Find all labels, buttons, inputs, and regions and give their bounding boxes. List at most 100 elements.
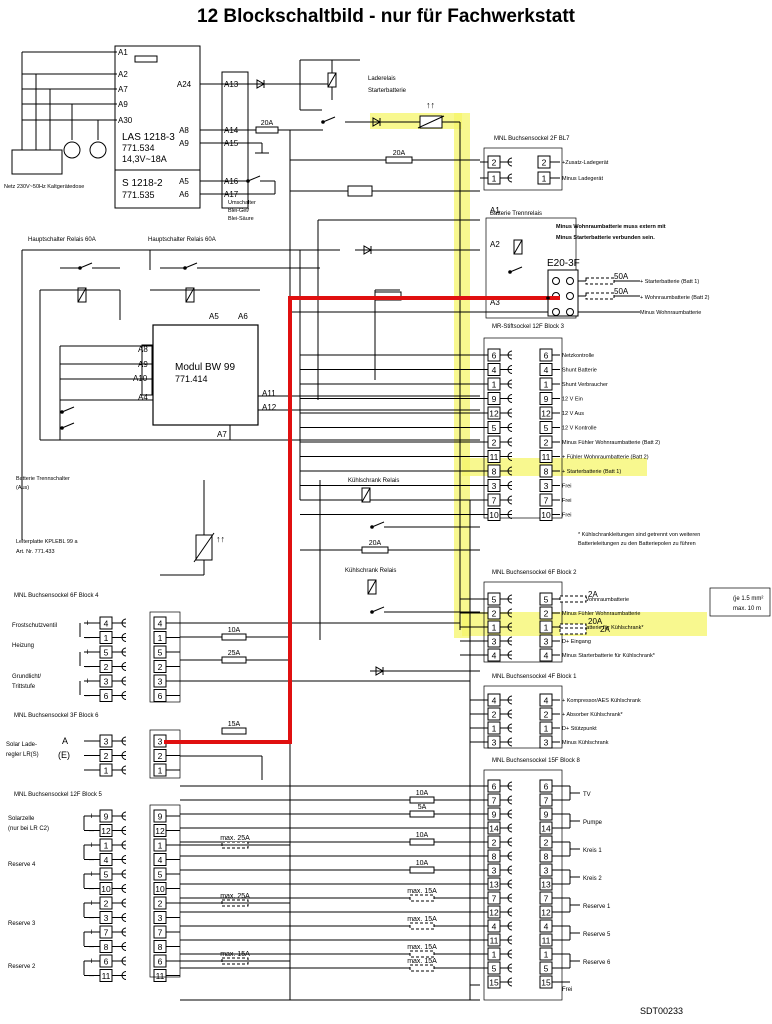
block-8-fuse [409,810,435,818]
left-block-pin-number: 4 [104,619,109,629]
charger-diode [256,79,266,89]
left-block-pin-number: 1 [104,633,109,643]
fuse-10a-label: 10A [228,627,241,634]
s1218-model: S 1218-2 [122,178,163,189]
mains-label: Netz 230V~50Hz Kaltgerätedose [4,184,84,190]
block-3-label: Frei [562,498,571,504]
cross-section-note-box [709,587,771,617]
batt-trenn-label: Batterie Trennschalter [16,476,70,482]
batt-trenn-label: (Aus) [16,485,29,491]
battery-label: + Starterbatterie (Batt 1) [640,279,699,285]
block-3-pin-number: 5 [544,423,549,433]
fuse-max-25a-label: max. 25A [220,893,250,900]
block-8-pin-number: 11 [490,936,499,946]
left-block-pin-number: 9 [158,812,163,822]
polarity-plus: + [85,676,90,686]
block-2-label: Minus Starterbatterie für Kühlschrank* [562,653,656,659]
consumer-label: Frostschutzventil [12,623,57,629]
block-1-label: Minus Kühlschrank [562,740,609,746]
block-3-pin-number: 3 [544,481,549,491]
left-block-pin-number: 10 [101,884,111,894]
hauptschalter-label: Hauptschalter Relais 60A [148,237,216,243]
left-block-pin-number: 1 [158,841,163,851]
polarity-plus: + [85,647,90,657]
polarity-minus: – [89,912,94,922]
battery-label: + Wohnraumbatterie (Batt 2) [640,295,710,301]
e20-socket [566,292,574,300]
trennrelais-frame [485,217,577,319]
left-block-pin-number: 1 [104,766,109,776]
blei-saure-label: Blei-Säure [228,216,254,222]
modul-bw99-box [152,324,259,426]
block-8-fuse-label: 10A [416,832,429,839]
hauptschalter-contact [79,262,93,269]
polarity-plus: + [89,840,94,850]
left-block-pin-number: 2 [104,751,109,761]
fuse-10a [221,633,247,641]
block-2-label: + Starterbatterie für Kühlschrank* [562,625,644,631]
note-line: Minus Starterbatterie verbunden sein. [556,235,655,241]
las-pin-label: A7 [118,85,128,94]
left-block-pin-number: 5 [104,648,109,658]
left-block-pin-number: 8 [104,942,109,952]
fuse-2a-label: 2A [600,625,610,634]
laderelais-contact [322,116,336,123]
block-2f-label: Minus Ladegerät [562,176,603,182]
block-2f-pin-number: 1 [542,174,547,184]
block-3-label: + Fühler Wohnraumbatterie (Batt 2) [562,455,649,461]
block-1-label: D+ Stützpunkt [562,726,597,732]
block-1-pin-number: 3 [492,738,497,748]
block-3-label: Frei [562,484,571,490]
kuehl-relais-contact [371,521,385,528]
las-pin-label: A9 [118,100,128,109]
modul-pin-label: A5 [209,312,219,321]
left-block-pin-number: 6 [158,957,163,967]
fuse-20a-mid-label: 20A [393,150,406,157]
block-3-pin-number: 10 [541,510,551,520]
relay-pin-a3: A3 [490,298,500,307]
block-2-pin-number: 4 [544,651,549,661]
polarity-minus: – [89,825,94,835]
las-model: LAS 1218-3 [122,132,175,143]
modul-pin-label: A12 [262,403,277,412]
left-block-pin-number: 2 [158,899,163,909]
left-block-pin-number: 3 [158,913,163,923]
battery-disconnect-contact [61,422,75,429]
block-2-pin-number: 5 [492,595,497,605]
consumer-label: Reserve 3 [8,921,36,927]
left-block-pin-number: 6 [158,691,163,701]
block-8-pin-number: 7 [492,796,497,806]
block-8-fuse-label: 10A [416,790,429,797]
block-8-fuse [409,796,435,804]
block-3-label: Shunt Verbraucher [562,382,608,388]
block-8-pin-number: 4 [544,922,549,932]
umschalter-label: Umschalter [228,200,256,206]
las-input-fuse [134,55,158,63]
block-3-label: 12 V Aus [562,411,584,417]
fuse-2a-label: 2A [588,590,598,599]
block-3-pin-number: 6 [544,351,549,361]
block-8-free-label: Frei [562,987,572,993]
block-3-pin-number: 9 [492,394,497,404]
left-block-pin-number: 6 [104,691,109,701]
block-8-pin-number: 4 [492,922,497,932]
consumer-label: Solarzelle [8,816,35,822]
block-2f-pin-number: 2 [542,158,547,168]
leiterplatte-label: Art. Nr. 771.433 [16,549,55,555]
left-block-pin-number: 3 [158,737,163,747]
left-block-pin-number: 11 [156,971,165,981]
las-pin-label: A5 [179,177,189,186]
block-diode [363,245,373,255]
left-block-pin-number: 1 [158,633,163,643]
block-8-fuse [409,964,435,972]
block-1-pin-number: 1 [492,724,497,734]
block-3-pin-number: 12 [541,409,551,419]
block-3-pin-number: 4 [544,365,549,375]
las-number: 771.534 [122,143,155,153]
las-pin-label: A6 [179,190,189,199]
highlight-diode-path [370,113,462,129]
las-rating: 14,3V~18A [122,154,167,164]
cross-section-note: (je 1.5 mm² [733,596,763,602]
block-8-pin-number: 12 [541,908,551,918]
